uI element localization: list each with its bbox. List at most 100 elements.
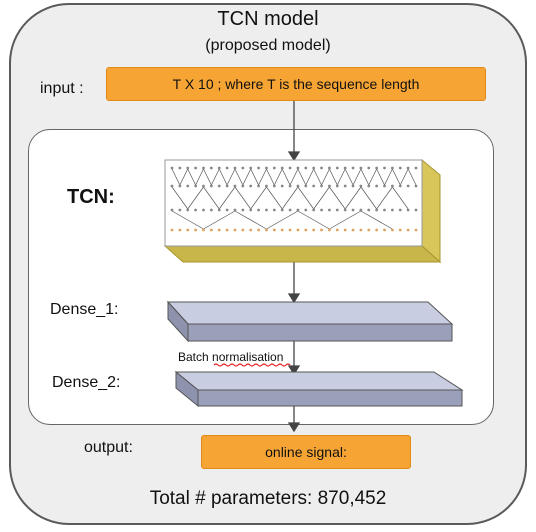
tcn-node bbox=[217, 166, 221, 170]
dense1-layer bbox=[166, 300, 454, 343]
tcn-node bbox=[414, 184, 418, 188]
tcn-node bbox=[406, 228, 410, 232]
tcn-node bbox=[257, 166, 260, 170]
input-box: T X 10 ; where T is the sequence length bbox=[106, 67, 486, 101]
tcn-connection bbox=[376, 186, 393, 210]
tcn-connection bbox=[360, 168, 370, 186]
tcn-node bbox=[265, 208, 268, 212]
tcn-connection bbox=[171, 168, 181, 186]
dense2-top-face bbox=[174, 371, 464, 391]
spellcheck-underline bbox=[213, 363, 291, 367]
tcn-dilated-conv-pattern bbox=[170, 166, 418, 232]
tcn-connection bbox=[171, 210, 204, 230]
tcn-connection bbox=[218, 168, 228, 186]
tcn-node bbox=[265, 166, 268, 170]
tcn-connection bbox=[384, 168, 393, 186]
tcn-node bbox=[351, 208, 355, 212]
tcn-node bbox=[249, 184, 253, 188]
tcn-node bbox=[202, 166, 205, 170]
tcn-node bbox=[288, 184, 292, 188]
tcn-node bbox=[194, 228, 198, 232]
tcn-node bbox=[272, 184, 276, 188]
tcn-connection bbox=[407, 168, 417, 186]
tcn-node bbox=[225, 208, 229, 212]
tcn-node bbox=[383, 184, 386, 188]
tcn-node bbox=[249, 208, 253, 212]
tcn-node bbox=[280, 184, 284, 188]
tcn-connection bbox=[297, 186, 314, 210]
tcn-node bbox=[359, 184, 363, 188]
tcn-node bbox=[288, 208, 292, 212]
tcn-connection bbox=[329, 210, 362, 230]
tcn-node bbox=[335, 228, 339, 232]
tcn-node bbox=[414, 208, 418, 212]
tcn-node bbox=[320, 166, 323, 170]
tcn-connection bbox=[376, 168, 385, 186]
dense2-label: Dense_2: bbox=[52, 374, 121, 391]
tcn-connection bbox=[234, 186, 251, 210]
tcn-connection bbox=[344, 168, 354, 186]
tcn-block-front bbox=[164, 159, 423, 247]
tcn-node bbox=[367, 166, 371, 170]
tcn-connection bbox=[289, 168, 299, 186]
tcn-label: TCN: bbox=[67, 186, 115, 208]
tcn-node bbox=[272, 166, 276, 170]
tcn-node bbox=[414, 166, 418, 170]
tcn-node bbox=[202, 208, 205, 212]
tcn-connection bbox=[250, 186, 267, 210]
tcn-node bbox=[351, 184, 355, 188]
tcn-connection bbox=[218, 186, 236, 210]
tcn-node bbox=[351, 166, 355, 170]
tcn-node bbox=[383, 228, 386, 232]
tcn-node bbox=[170, 228, 174, 232]
tcn-node bbox=[225, 228, 229, 232]
tcn-node bbox=[304, 184, 308, 188]
tcn-node bbox=[375, 228, 379, 232]
tcn-connection bbox=[266, 168, 275, 186]
tcn-node bbox=[178, 166, 182, 170]
dense1-top-face bbox=[166, 301, 454, 325]
tcn-node bbox=[296, 208, 300, 212]
tcn-node bbox=[296, 166, 300, 170]
tcn-connection bbox=[187, 168, 196, 186]
tcn-node bbox=[383, 208, 386, 212]
tcn-node bbox=[359, 228, 363, 232]
tcn-connection bbox=[250, 168, 259, 186]
tcn-connection bbox=[344, 186, 362, 210]
diagram-subtitle: (proposed model) bbox=[205, 37, 331, 54]
tcn-node bbox=[186, 208, 190, 212]
tcn-node bbox=[335, 184, 339, 188]
tcn-node bbox=[343, 208, 347, 212]
tcn-node bbox=[375, 184, 379, 188]
tcn-node bbox=[249, 228, 253, 232]
tcn-node bbox=[328, 228, 331, 232]
tcn-connection bbox=[203, 168, 212, 186]
tcn-connection bbox=[368, 168, 377, 186]
tcn-node bbox=[170, 208, 174, 212]
tcn-node bbox=[225, 184, 229, 188]
tcn-connection bbox=[297, 210, 330, 230]
tcn-connection bbox=[360, 210, 393, 230]
tcn-node bbox=[233, 184, 237, 188]
tcn-node bbox=[312, 184, 316, 188]
tcn-connection bbox=[313, 168, 322, 186]
tcn-node bbox=[209, 166, 213, 170]
tcn-to-dense1-arrowhead bbox=[287, 293, 301, 304]
tcn-node bbox=[217, 228, 221, 232]
tcn-node bbox=[406, 166, 410, 170]
output-label: output: bbox=[84, 439, 133, 456]
tcn-node bbox=[343, 228, 347, 232]
tcn-node bbox=[390, 228, 394, 232]
tcn-connection bbox=[399, 168, 409, 186]
tcn-node bbox=[225, 166, 229, 170]
tcn-node bbox=[390, 166, 394, 170]
tcn-connection bbox=[313, 186, 330, 210]
tcn-block bbox=[163, 158, 442, 264]
tcn-node bbox=[194, 208, 198, 212]
tcn-node bbox=[265, 228, 268, 232]
tcn-connection bbox=[297, 168, 307, 186]
tcn-node bbox=[209, 184, 213, 188]
tcn-node bbox=[233, 208, 237, 212]
tcn-block-bottom bbox=[163, 245, 442, 263]
